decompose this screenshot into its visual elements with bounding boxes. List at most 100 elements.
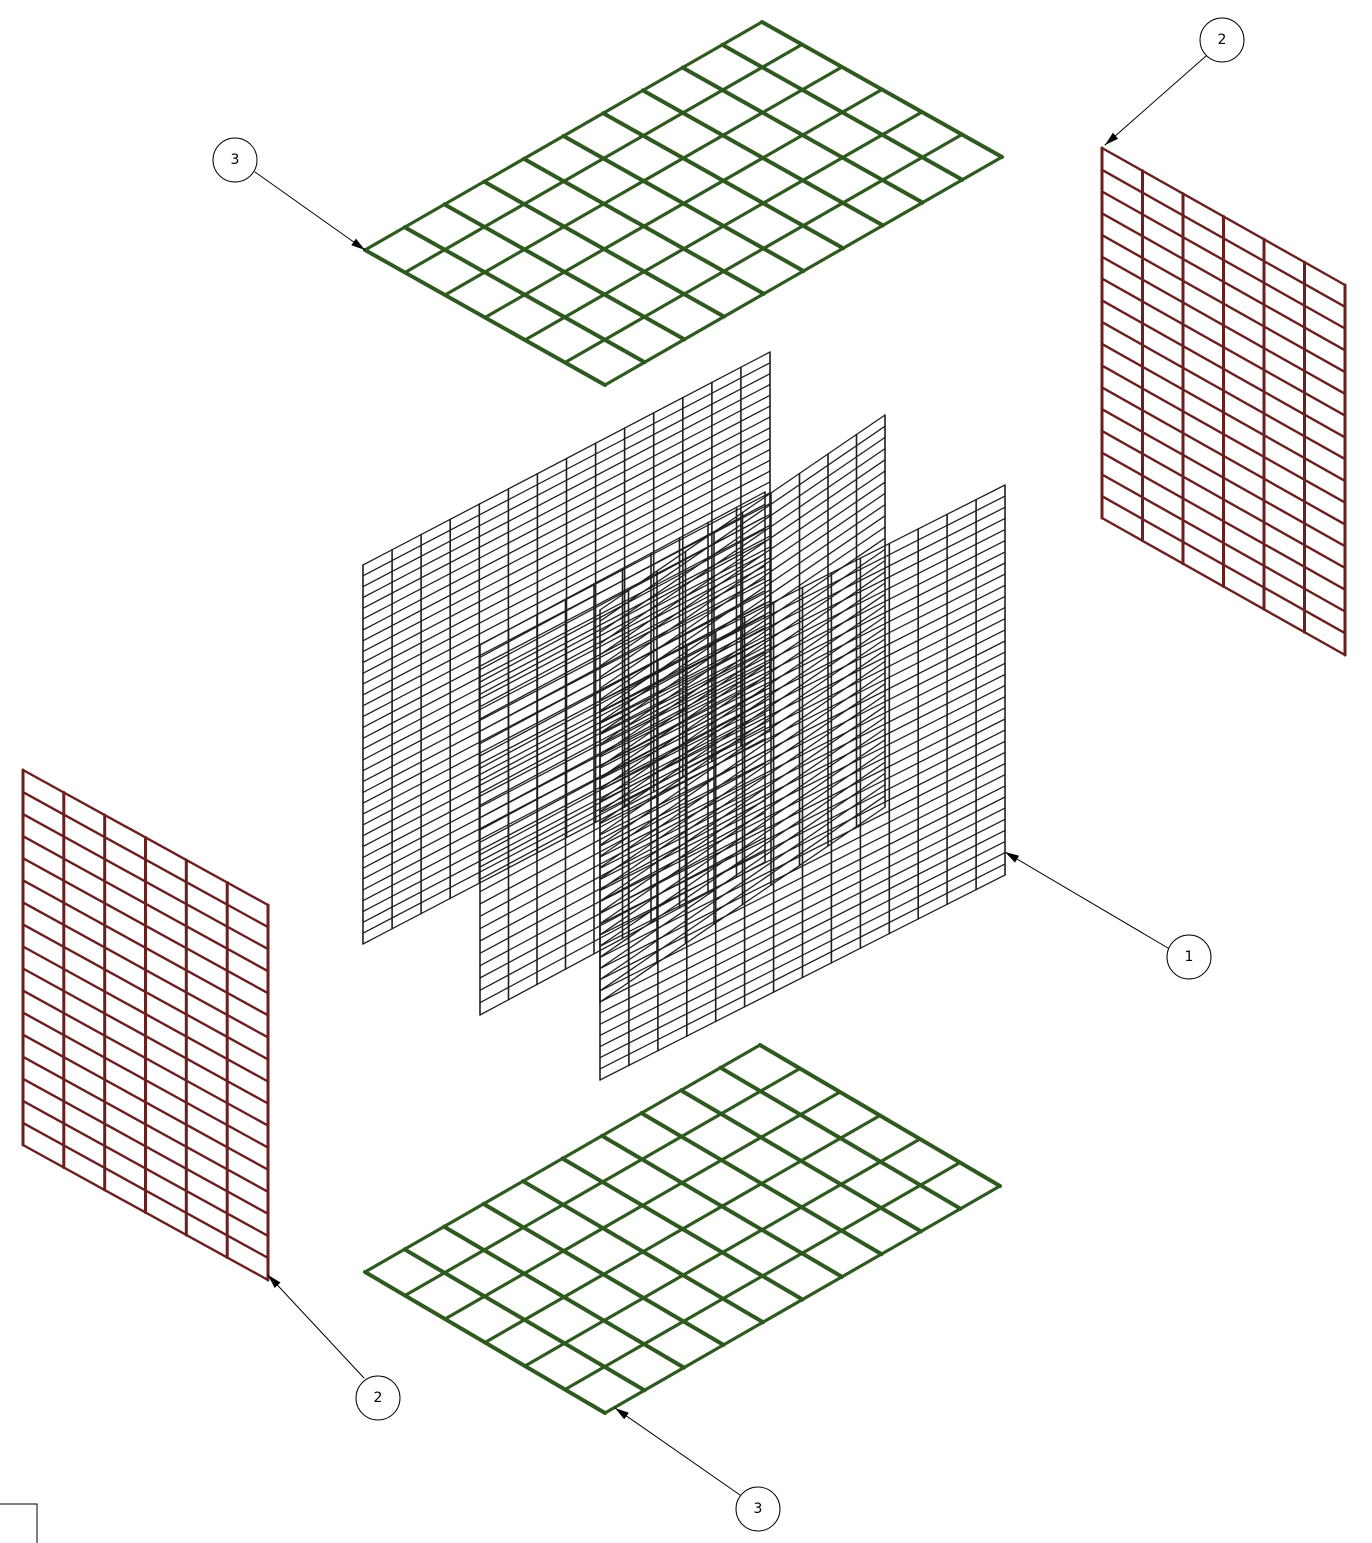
- mesh-bar-horizontal: [1100, 408, 1347, 548]
- mesh-bar-horizontal: [599, 606, 1006, 814]
- mesh-panel-side-right: [1100, 146, 1347, 657]
- mesh-bar-horizontal: [599, 528, 1006, 736]
- mesh-panels: [21, 20, 1347, 1415]
- mesh-bar-horizontal: [21, 790, 270, 929]
- mesh-bar-horizontal: [362, 708, 771, 923]
- mesh-bar-horizontal: [479, 799, 766, 954]
- mesh-bar-horizontal: [599, 716, 886, 914]
- leader-arrowhead: [1005, 852, 1020, 863]
- mesh-bar-horizontal: [362, 416, 771, 631]
- balloon-label: 2: [1218, 32, 1227, 48]
- mesh-bar-horizontal: [21, 1077, 270, 1216]
- mesh-bar-horizontal: [599, 874, 1006, 1081]
- mesh-bar-horizontal: [479, 553, 766, 708]
- mesh-bar-horizontal: [599, 762, 1006, 970]
- mesh-bar-horizontal: [599, 660, 886, 858]
- balloon-label: 3: [231, 152, 240, 168]
- mesh-bar-horizontal: [1100, 473, 1347, 613]
- mesh-bar-horizontal: [523, 1137, 922, 1368]
- mesh-bar-horizontal: [21, 989, 270, 1127]
- mesh-bar-horizontal: [479, 787, 766, 942]
- mesh-bar-horizontal: [1100, 233, 1347, 374]
- mesh-bar-horizontal: [599, 593, 886, 790]
- mesh-bar-horizontal: [1100, 168, 1347, 308]
- mesh-bar-horizontal: [483, 87, 884, 320]
- mesh-bar-horizontal: [362, 643, 771, 859]
- mesh-bar-horizontal: [479, 540, 766, 695]
- leader-lines: [254, 55, 1207, 1496]
- mesh-bar-horizontal: [599, 582, 886, 779]
- mesh-bar-horizontal: [523, 110, 924, 342]
- mesh-bar-horizontal: [363, 20, 764, 252]
- mesh-bar-horizontal: [479, 836, 766, 991]
- mesh-bar-horizontal: [599, 459, 886, 656]
- mesh-bar-horizontal: [21, 835, 270, 973]
- mesh-bar-horizontal: [599, 484, 1006, 691]
- mesh-bar-horizontal: [599, 852, 1006, 1059]
- mesh-bar-horizontal: [599, 584, 1006, 791]
- mesh-bar-horizontal: [362, 362, 771, 577]
- mesh-bar-horizontal: [599, 526, 886, 723]
- mesh-bar-horizontal: [599, 806, 886, 1003]
- mesh-bar-horizontal: [479, 614, 766, 769]
- mesh-bar-horizontal: [362, 373, 771, 588]
- mesh-panel-top: [363, 20, 1004, 387]
- mesh-bar-horizontal: [599, 840, 1006, 1048]
- mesh-bar-horizontal: [563, 132, 964, 365]
- mesh-bar-horizontal: [599, 772, 886, 970]
- mesh-bar-horizontal: [599, 796, 1006, 1003]
- mesh-bar-horizontal: [21, 1099, 270, 1238]
- mesh-bar-horizontal: [362, 578, 771, 794]
- mesh-bar-horizontal: [599, 718, 1006, 925]
- mesh-bar-horizontal: [21, 1033, 270, 1171]
- mesh-bar-horizontal: [599, 671, 886, 869]
- balloon-circle: [355, 1375, 401, 1421]
- mesh-bar-horizontal: [362, 654, 771, 869]
- mesh-bar-horizontal: [1100, 386, 1347, 526]
- mesh-bar-horizontal: [362, 524, 771, 739]
- mesh-panel-side-left: [21, 768, 270, 1282]
- mesh-bar-horizontal: [1100, 299, 1347, 439]
- mesh-bar-horizontal: [362, 351, 771, 566]
- mesh-bar-horizontal: [599, 807, 1006, 1014]
- mesh-bar-horizontal: [599, 727, 886, 925]
- mesh-bar-horizontal: [599, 425, 886, 622]
- corner-mark: [0, 1503, 38, 1543]
- mesh-bar-horizontal: [599, 627, 886, 824]
- mesh-bar-horizontal: [599, 640, 1006, 847]
- mesh-bar-horizontal: [599, 863, 1006, 1070]
- mesh-bar-horizontal: [599, 604, 886, 802]
- mesh-bar-horizontal: [479, 762, 766, 917]
- balloon-1: 1: [1166, 934, 1212, 980]
- mesh-bar-horizontal: [599, 707, 1006, 914]
- mesh-bar-horizontal: [21, 768, 270, 907]
- mesh-bar-horizontal: [599, 615, 886, 813]
- mesh-bar-horizontal: [1100, 277, 1347, 417]
- mesh-bar-horizontal: [21, 967, 270, 1105]
- mesh-bar-horizontal: [479, 725, 766, 880]
- mesh-bar-horizontal: [362, 611, 771, 826]
- mesh-bar-horizontal: [483, 1113, 882, 1345]
- mesh-bar-horizontal: [599, 495, 1006, 702]
- mesh-bar-horizontal: [479, 664, 766, 819]
- mesh-bar-horizontal: [1100, 212, 1347, 352]
- mesh-bar-horizontal: [21, 812, 270, 951]
- mesh-bar-horizontal: [599, 818, 1006, 1025]
- mesh-bar-horizontal: [21, 1055, 270, 1194]
- mesh-bar-horizontal: [363, 1043, 762, 1274]
- mesh-bar-horizontal: [362, 383, 771, 599]
- leader-arrowhead: [615, 1408, 629, 1420]
- mesh-bar-horizontal: [1100, 255, 1347, 395]
- mesh-bar-horizontal: [1100, 342, 1347, 483]
- balloon-2-bottom: 2: [355, 1375, 401, 1421]
- mesh-bar-horizontal: [603, 155, 1004, 387]
- mesh-bar-horizontal: [599, 470, 886, 667]
- mesh-bar-horizontal: [599, 684, 1006, 892]
- mesh-bar-horizontal: [599, 629, 1006, 836]
- mesh-bar-horizontal: [362, 470, 771, 685]
- mesh-bar-horizontal: [599, 559, 886, 757]
- balloon-circle: [1166, 934, 1212, 980]
- mesh-bar-horizontal: [362, 535, 771, 750]
- mesh-bar-horizontal: [599, 537, 886, 734]
